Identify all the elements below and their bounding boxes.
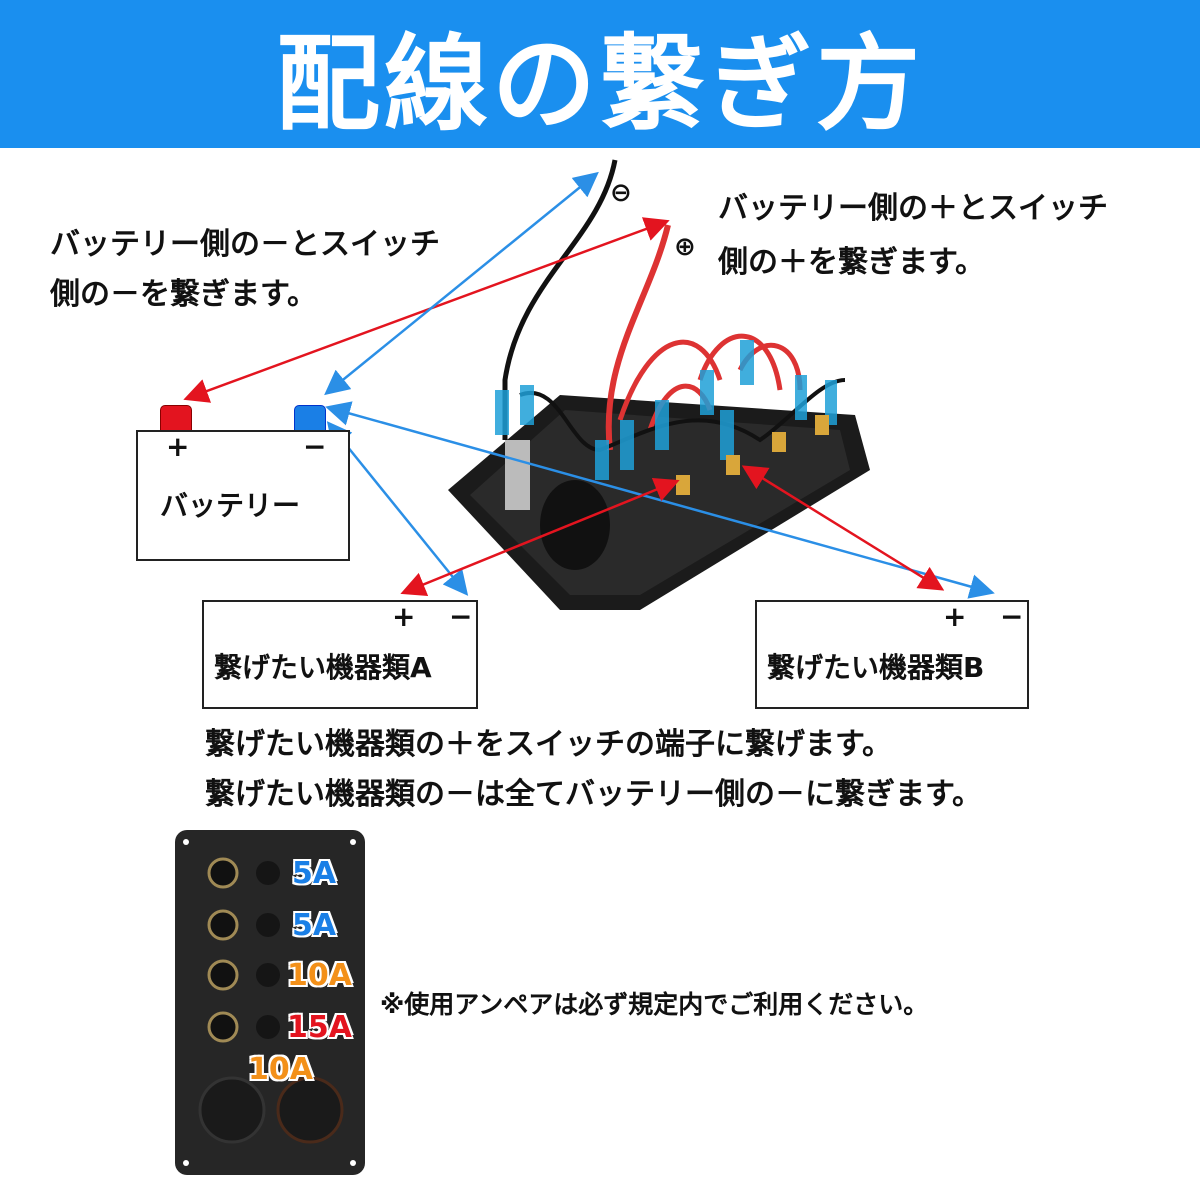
battery-box: + − バッテリー [136,430,350,561]
device-a-label: 繋げたい機器類A [214,651,432,684]
page-title: 配線の繋ぎ方 [275,22,924,145]
connection-arrows [183,171,995,599]
device-b-label: 繋げたい機器類B [767,651,985,684]
device-a-minus-sign: − [449,600,473,633]
right-note: バッテリー側の＋とスイッチ 側の＋を繋ぎます。 [718,182,1108,290]
right-note-line-2: 側の＋を繋ぎます。 [718,245,985,280]
amp-note: ※使用アンペアは必ず規定内でご利用ください。 [380,990,929,1019]
device-a-plus-sign: + [392,600,416,633]
battery-label: バッテリー [160,489,301,522]
left-note-line-1: バッテリー側の－とスイッチ [50,227,440,262]
arrow-device-a-plus-to-terminal [400,477,680,597]
battery-minus-terminal [294,405,326,431]
header-banner: 配線の繋ぎ方 [0,0,1200,148]
fuse-rating-2: 5A [292,908,337,943]
fuse-rating-3: 10A [287,958,352,993]
fuse-rating-5: 10A [248,1052,313,1087]
left-note-line-2: 側の－を繋ぎます。 [50,277,317,312]
right-note-line-1: バッテリー側の＋とスイッチ [718,191,1108,226]
battery-plus-terminal [160,405,192,431]
arrow-battery-minus-to-switch-minus [324,171,599,396]
device-a-box: + − 繋げたい機器類A [202,600,478,709]
fuse-rating-4: 15A [287,1010,352,1045]
fuse-panel-photo [175,830,365,1175]
instruction-line-2: 繋げたい機器類の－は全てバッテリー側の－に繋ぎます。 [205,777,982,812]
fuse-rating-1: 5A [292,856,337,891]
left-note: バッテリー側の－とスイッチ 側の－を繋ぎます。 [50,220,440,320]
instructions: 繋げたい機器類の＋をスイッチの端子に繋げます。 繋げたい機器類の－は全てバッテリ… [205,720,982,820]
battery-plus-sign: + [166,430,190,463]
instruction-line-1: 繋げたい機器類の＋をスイッチの端子に繋げます。 [205,727,892,762]
device-b-minus-sign: − [1000,600,1024,633]
device-b-box: + − 繋げたい機器類B [755,600,1029,709]
wire-plus-symbol: ⊕ [674,232,696,262]
arrow-device-b-plus-to-terminal [741,465,945,591]
device-b-plus-sign: + [943,600,967,633]
arrow-battery-minus-to-device-a [326,421,469,596]
battery-minus-sign: − [303,430,327,463]
wire-minus-symbol: ⊖ [610,178,632,208]
